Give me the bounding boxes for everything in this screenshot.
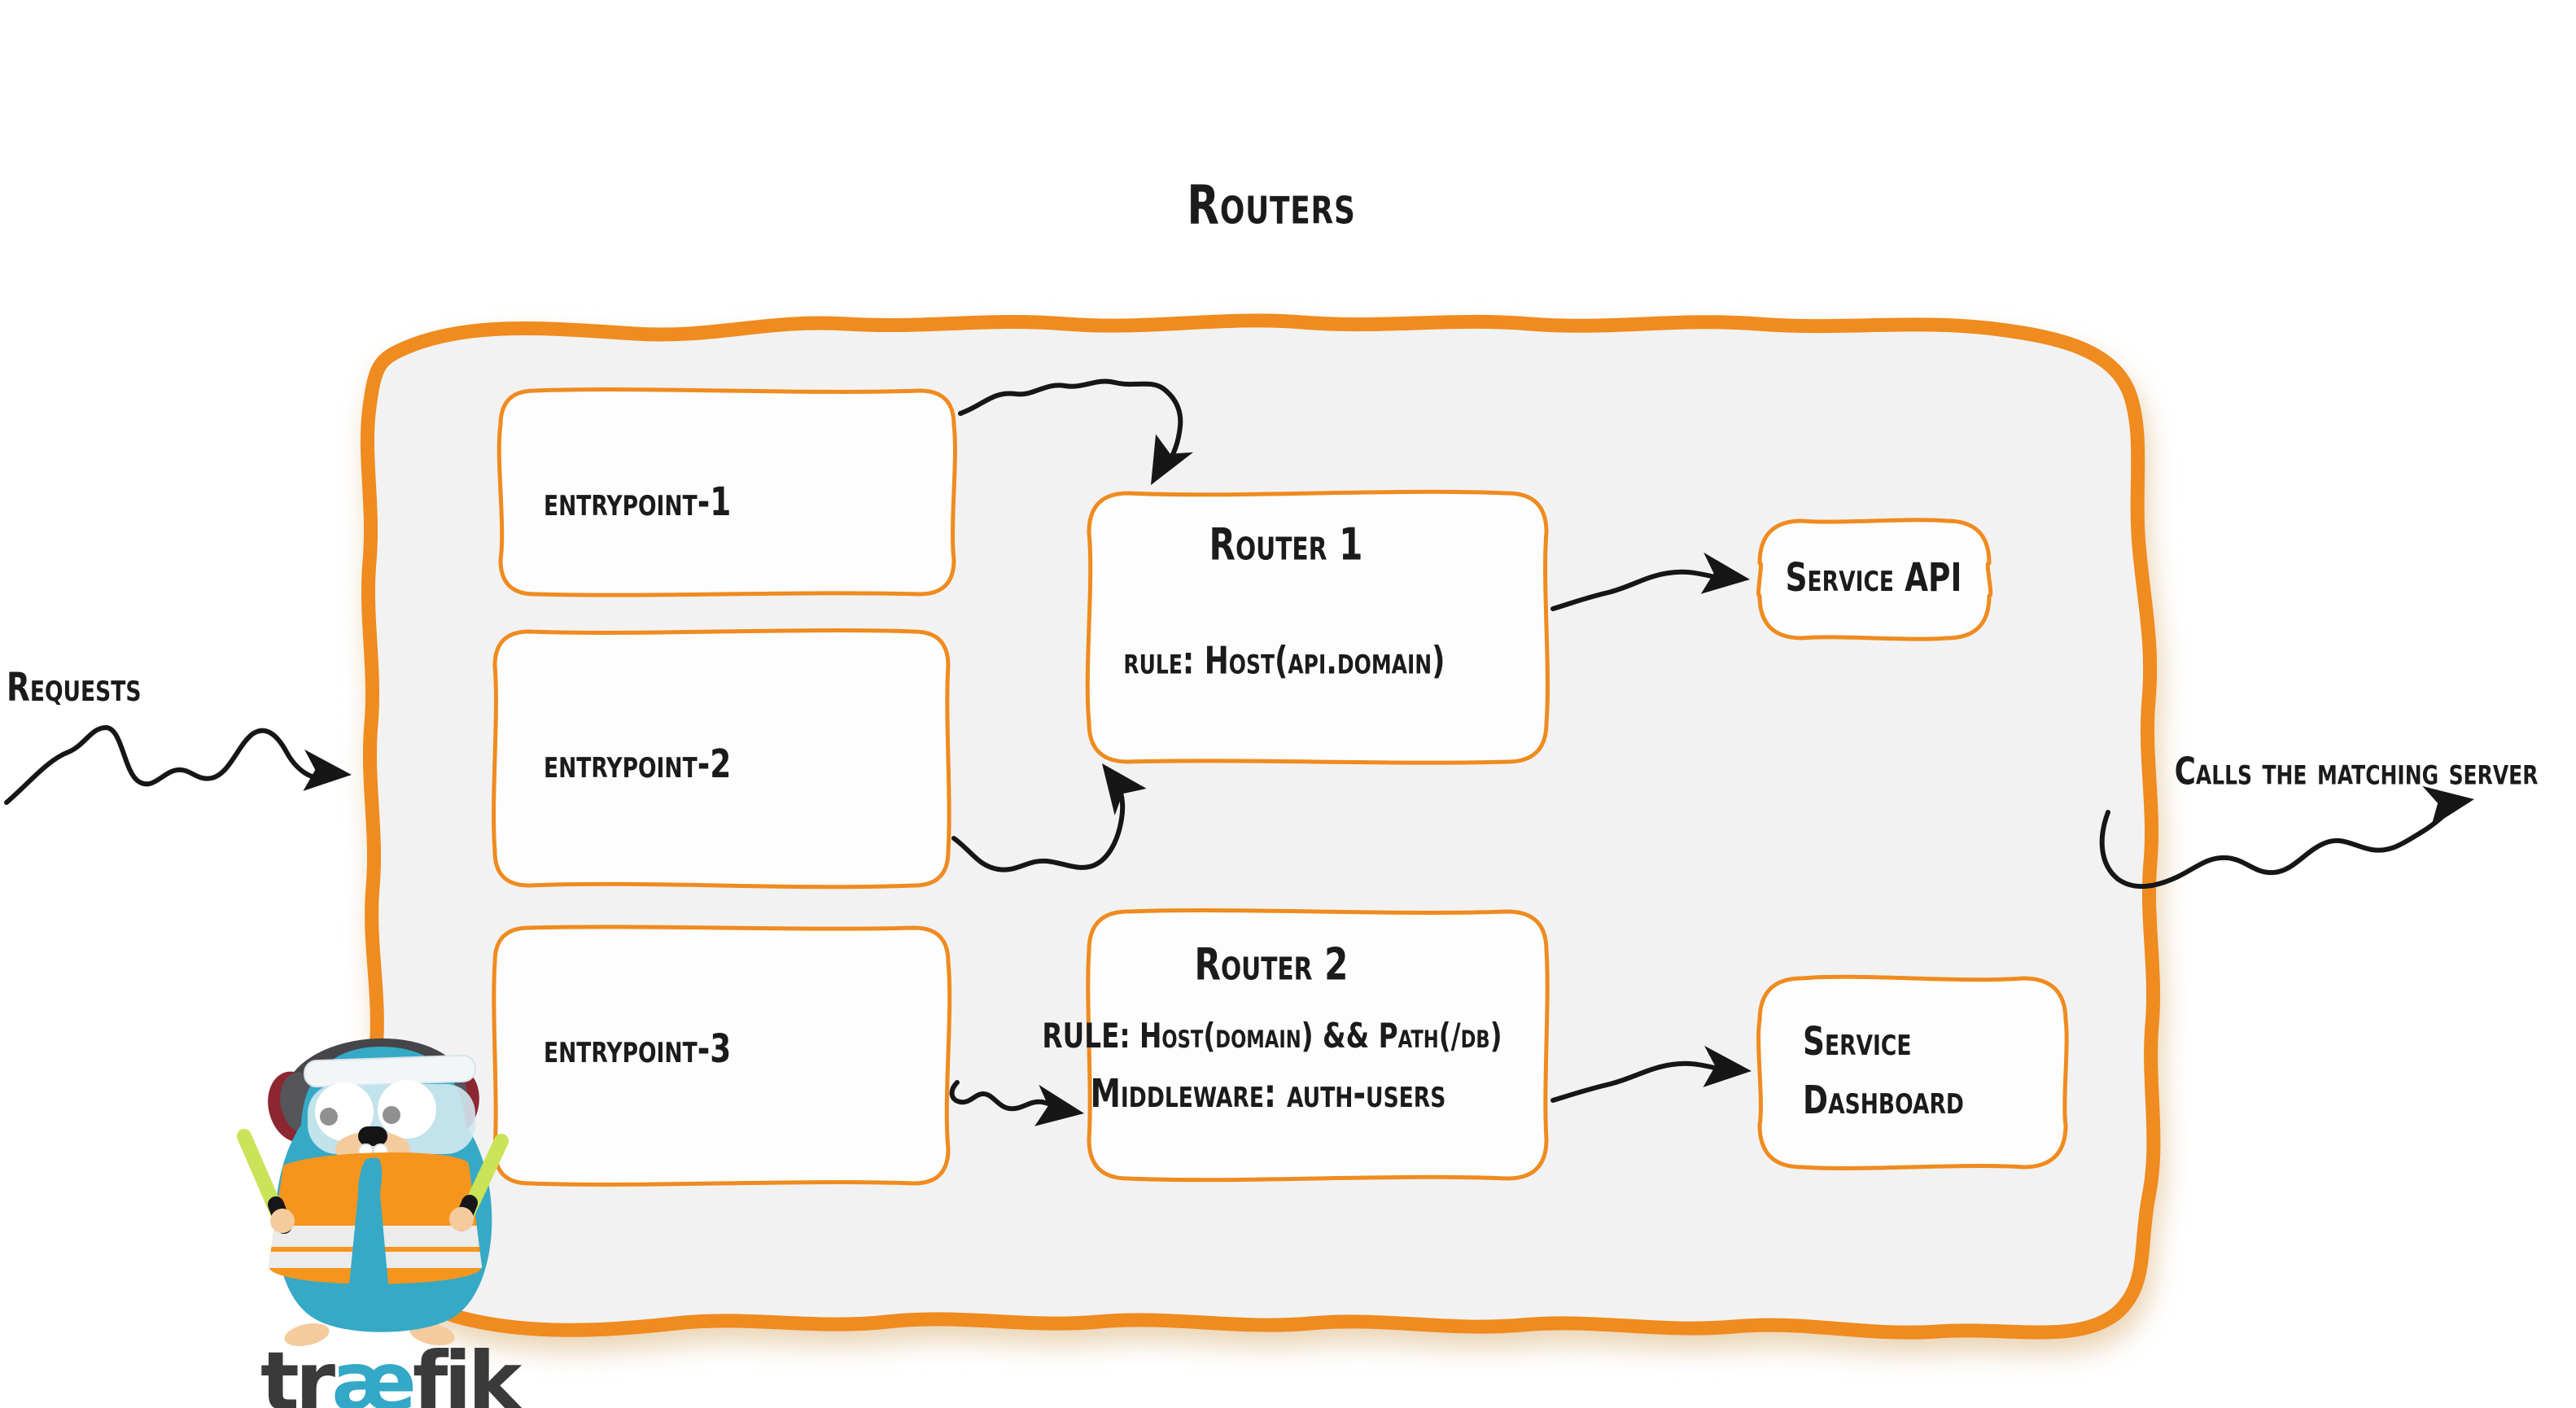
entrypoint-3-arrowhead (1034, 1084, 1084, 1126)
wordmark-post: fik (412, 1334, 522, 1408)
gopher-left-hand (270, 1209, 295, 1233)
entrypoint-2-label: entrypoint-2 (544, 741, 732, 788)
calls-arrowhead (2422, 785, 2474, 827)
service-dashboard-box (1756, 974, 2069, 1170)
traefik-gopher-logo (237, 1039, 509, 1346)
requests-arrowhead (303, 749, 352, 791)
entrypoint-1-arrowhead (1151, 434, 1194, 485)
router-1-rule: rule: Host(api.domain) (1123, 638, 1445, 683)
entrypoint-3-to-router-2-arrow (949, 1080, 1072, 1114)
entrypoint-1-box (496, 387, 957, 597)
entrypoint-3-box (492, 925, 952, 1187)
gopher-left-eye (315, 1082, 374, 1141)
router-2-title: Router 2 (1194, 938, 1349, 990)
service-api-box (1756, 518, 1993, 641)
arrows (4, 378, 2474, 1126)
entrypoint-1-label: entrypoint-1 (544, 479, 732, 526)
gopher-left-pupil (320, 1108, 338, 1126)
router-2-arrowhead (1703, 1045, 1752, 1087)
calls-arrow (2099, 805, 2456, 890)
vest-center-gap (348, 1157, 389, 1292)
page-title: Routers (1187, 173, 1356, 237)
router-1-to-service-api-arrow (1550, 569, 1721, 611)
requests-label: Requests (7, 665, 142, 711)
wordmark-pre: tr (260, 1334, 335, 1408)
router-2-middleware: Middleware: auth-users (1090, 1071, 1446, 1117)
router-2-rule: RULE: Host(domain) && Path(/db) (1042, 1015, 1502, 1056)
goggle-strap-icon (304, 1054, 476, 1088)
router-1-arrowhead (1700, 552, 1750, 594)
entrypoint-2-to-router-1-arrow (951, 771, 1126, 872)
gopher-right-eye (378, 1080, 436, 1139)
traefik-wordmark: træfik (260, 1341, 522, 1408)
requests-arrow (4, 724, 326, 805)
gopher-right-pupil (383, 1106, 400, 1124)
wordmark-ae: æ (331, 1334, 417, 1408)
entrypoint-3-label: entrypoint-3 (544, 1026, 732, 1073)
router-2-to-service-dashboard-arrow (1550, 1060, 1725, 1103)
gopher-right-hand (449, 1207, 474, 1231)
calls-label: Calls the matching server (2174, 749, 2539, 794)
router-1-title: Router 1 (1209, 518, 1363, 571)
gopher-nose (358, 1126, 387, 1146)
router-2-box (1086, 908, 1550, 1183)
router-1-box (1085, 489, 1550, 765)
service-api-label: Service API (1785, 555, 1962, 601)
gopher-left-foot (284, 1323, 330, 1346)
entrypoint-2-arrowhead (1102, 763, 1147, 816)
service-dashboard-label: Service Dashboard (1803, 1019, 1964, 1123)
entrypoint-1-to-router-1-arrow (958, 378, 1183, 468)
entrypoint-2-box (492, 628, 951, 890)
